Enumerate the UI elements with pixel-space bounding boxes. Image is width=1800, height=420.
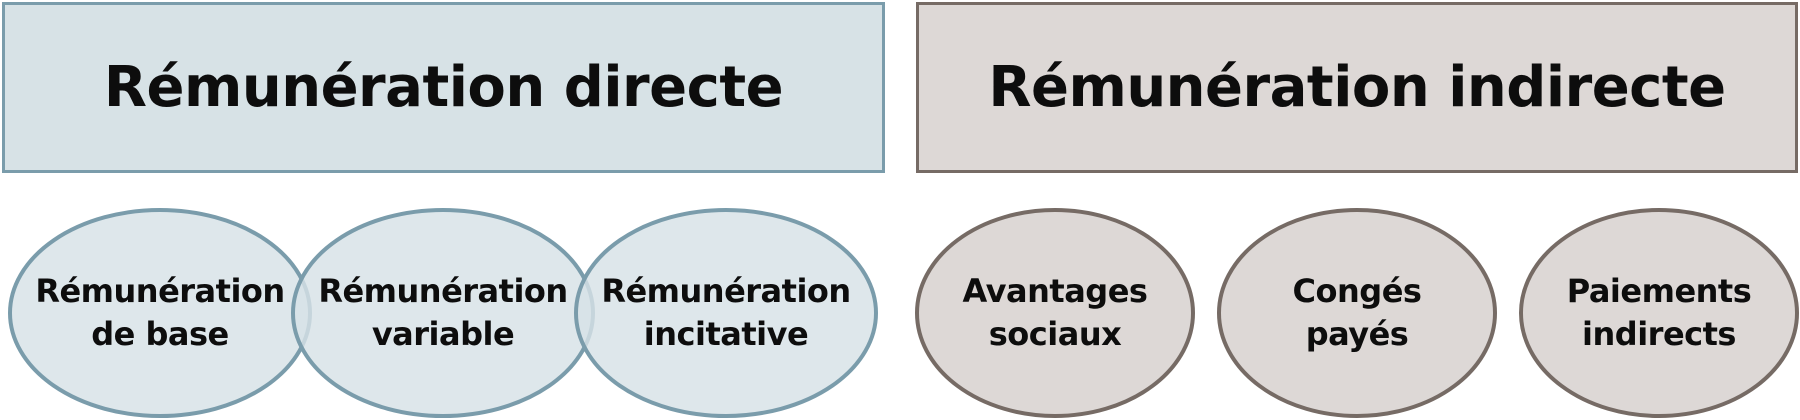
label-social-benefits-line1: Avantages <box>962 272 1148 310</box>
direct-compensation-header: Rémunération directe <box>2 2 885 173</box>
ellipse-indirect-payments <box>1519 208 1799 418</box>
ellipse-social-benefits <box>915 208 1195 418</box>
label-base-pay: Rémunération de base <box>25 270 295 356</box>
ellipse-incentive-pay <box>574 208 878 418</box>
label-base-pay-line2: de base <box>91 315 229 353</box>
label-variable-pay-line1: Rémunération <box>318 272 568 310</box>
label-incentive-pay-line2: incitative <box>643 315 809 353</box>
label-incentive-pay: Rémunération incitative <box>591 270 861 356</box>
indirect-compensation-header: Rémunération indirecte <box>916 2 1798 173</box>
label-social-benefits: Avantages sociaux <box>920 270 1190 356</box>
label-paid-leave: Congés payés <box>1222 270 1492 356</box>
indirect-compensation-title: Rémunération indirecte <box>988 55 1726 120</box>
label-base-pay-line1: Rémunération <box>35 272 285 310</box>
label-indirect-payments-line1: Paiements <box>1566 272 1752 310</box>
label-paid-leave-line2: payés <box>1305 315 1409 353</box>
direct-compensation-title: Rémunération directe <box>103 55 784 120</box>
label-indirect-payments: Paiements indirects <box>1524 270 1794 356</box>
label-incentive-pay-line1: Rémunération <box>601 272 851 310</box>
ellipse-paid-leave <box>1217 208 1497 418</box>
label-variable-pay-line2: variable <box>371 315 515 353</box>
label-social-benefits-line2: sociaux <box>988 315 1122 353</box>
label-variable-pay: Rémunération variable <box>308 270 578 356</box>
label-paid-leave-line1: Congés <box>1292 272 1422 310</box>
label-indirect-payments-line2: indirects <box>1582 315 1736 353</box>
